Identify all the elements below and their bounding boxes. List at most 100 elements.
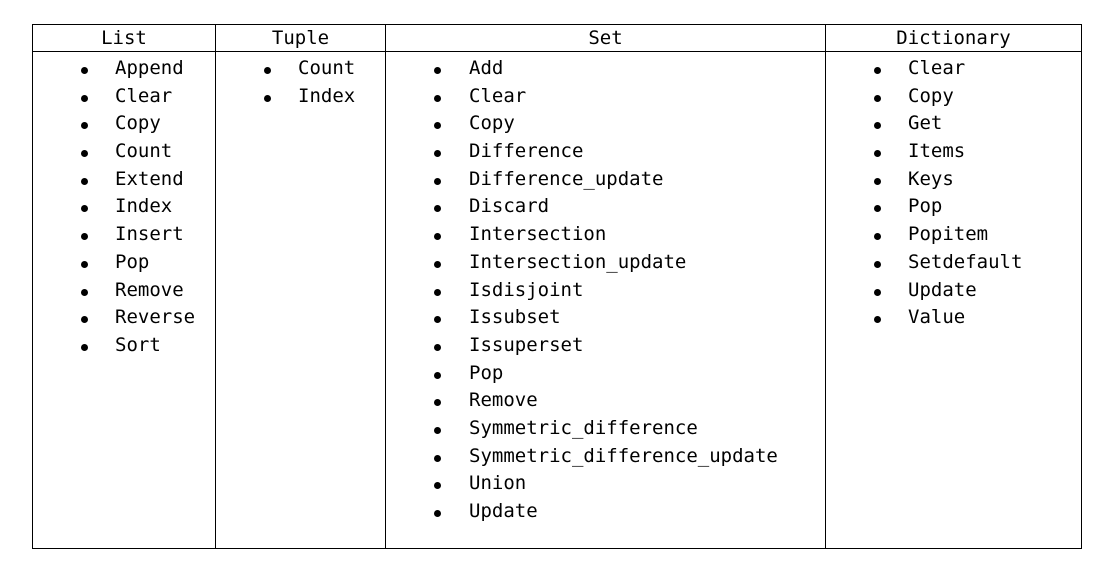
- bullet-icon: [434, 122, 441, 130]
- bullet-icon: [434, 399, 441, 407]
- list-item: Discard: [386, 193, 825, 221]
- header-list: List: [32, 24, 216, 52]
- method-name: Append: [115, 57, 184, 79]
- bullet-icon: [434, 454, 441, 462]
- bullet-icon: [434, 426, 441, 434]
- bullet-icon: [434, 371, 441, 379]
- header-tuple: Tuple: [215, 24, 386, 52]
- list-item: Items: [826, 138, 1081, 166]
- list-item: Pop: [386, 360, 825, 388]
- list-item: Pop: [33, 249, 215, 277]
- bullet-icon: [81, 205, 88, 213]
- list-item: Difference: [386, 138, 825, 166]
- method-name: Issubset: [469, 306, 561, 329]
- list-item: Symmetric_difference: [386, 415, 825, 443]
- bullet-icon: [81, 260, 88, 268]
- method-name: Count: [115, 140, 173, 163]
- method-name: Remove: [115, 278, 184, 301]
- method-name: Symmetric_difference: [469, 416, 698, 439]
- list-item: Popitem: [826, 221, 1081, 249]
- method-name: Intersection: [469, 223, 607, 246]
- bullet-icon: [264, 94, 271, 102]
- bullet-icon: [434, 205, 441, 213]
- bullet-icon: [81, 233, 88, 241]
- list-item: Extend: [33, 166, 215, 194]
- bullet-icon: [81, 122, 88, 130]
- method-name: Clear: [115, 84, 173, 107]
- method-name: Value: [908, 306, 966, 329]
- list-item: Clear: [826, 55, 1081, 83]
- bullet-icon: [434, 510, 441, 517]
- method-name: Index: [298, 84, 356, 107]
- bullet-icon: [434, 94, 441, 102]
- list-item: Update: [386, 498, 825, 526]
- list-item: Copy: [33, 110, 215, 138]
- list-item: Value: [826, 304, 1081, 332]
- bullet-icon: [434, 233, 441, 241]
- bullet-icon: [434, 288, 441, 296]
- bullet-icon: [434, 260, 441, 268]
- method-name: Count: [298, 57, 356, 79]
- list-item: Index: [33, 193, 215, 221]
- bullet-icon: [434, 482, 441, 490]
- list-item: Keys: [826, 166, 1081, 194]
- method-name: Union: [469, 472, 527, 495]
- method-name: Pop: [115, 250, 150, 273]
- bullet-icon: [874, 177, 881, 185]
- method-name: Sort: [115, 333, 161, 356]
- method-name: Copy: [469, 112, 515, 135]
- header-set: Set: [385, 24, 826, 52]
- method-name: Keys: [908, 167, 954, 190]
- bullet-icon: [434, 343, 441, 351]
- method-name: Pop: [908, 195, 943, 218]
- method-name: Discard: [469, 195, 550, 218]
- method-name: Remove: [469, 389, 538, 412]
- method-name: Extend: [115, 167, 184, 190]
- bullet-icon: [81, 316, 88, 324]
- bullet-icon: [434, 150, 441, 158]
- list-item: Clear: [386, 83, 825, 111]
- bullet-icon: [81, 150, 88, 158]
- list-item: Index: [216, 83, 385, 111]
- method-name: Issuperset: [469, 333, 584, 356]
- bullet-icon: [874, 122, 881, 130]
- method-name: Get: [908, 112, 943, 135]
- method-name: Insert: [115, 223, 184, 246]
- method-name: Symmetric_difference_update: [469, 444, 778, 467]
- list-item: Add: [386, 55, 825, 83]
- bullet-icon: [81, 94, 88, 102]
- method-name: Setdefault: [908, 250, 1023, 273]
- bullet-icon: [874, 288, 881, 296]
- method-name: Add: [469, 57, 504, 79]
- list-item: Copy: [826, 83, 1081, 111]
- list-item: Isdisjoint: [386, 277, 825, 305]
- bullet-icon: [874, 67, 881, 74]
- list-item: Copy: [386, 110, 825, 138]
- method-name: Items: [908, 140, 966, 163]
- list-item: Setdefault: [826, 249, 1081, 277]
- list-item: Insert: [33, 221, 215, 249]
- list-item: Intersection_update: [386, 249, 825, 277]
- bullet-icon: [81, 288, 88, 296]
- method-name: Reverse: [115, 306, 196, 329]
- bullet-icon: [434, 316, 441, 324]
- bullet-icon: [81, 343, 88, 351]
- bullet-icon: [434, 67, 441, 74]
- bullet-icon: [81, 177, 88, 185]
- method-name: Copy: [908, 84, 954, 107]
- method-name: Intersection_update: [469, 250, 687, 273]
- method-name: Index: [115, 195, 173, 218]
- bullet-icon: [81, 67, 88, 74]
- bullet-icon: [264, 67, 271, 74]
- method-name: Difference: [469, 140, 584, 163]
- method-name: Isdisjoint: [469, 278, 584, 301]
- header-dictionary: Dictionary: [825, 24, 1082, 52]
- list-item: Pop: [826, 193, 1081, 221]
